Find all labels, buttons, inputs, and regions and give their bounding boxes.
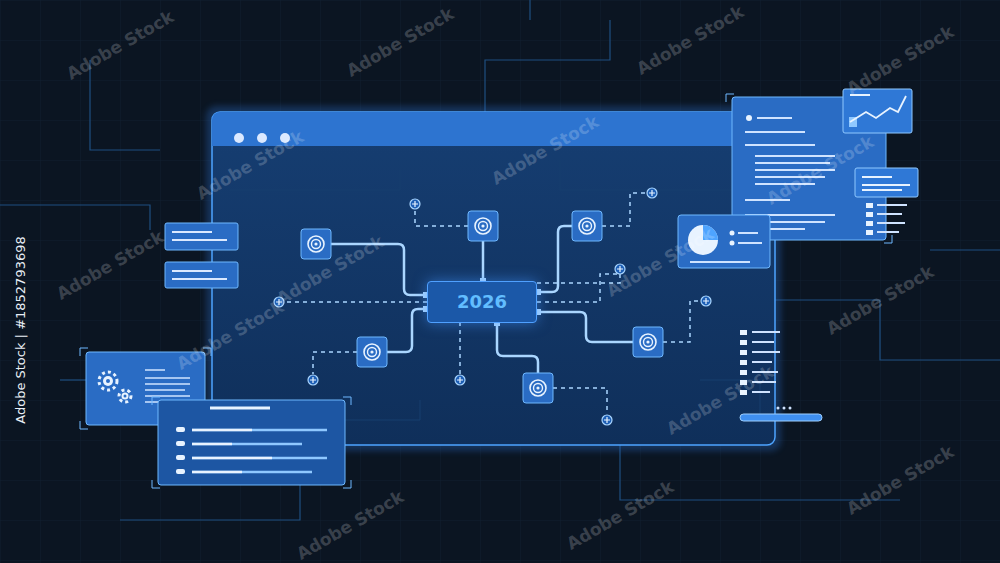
- plus-signs: [276, 190, 709, 423]
- hub-label: 2026: [457, 291, 507, 313]
- stock-id: Adobe Stock | #1852793698: [13, 236, 28, 423]
- plus-dots: [274, 188, 711, 425]
- window-glow: [206, 106, 781, 451]
- year-hub-box: 2026: [427, 281, 537, 323]
- window-traces: [230, 160, 760, 420]
- left-tabs: [165, 223, 238, 288]
- dashed-leads: [285, 193, 700, 414]
- checklist-right: [866, 203, 907, 235]
- list-panel: [152, 397, 351, 488]
- target-icons: [301, 211, 663, 403]
- browser-window: [212, 112, 775, 445]
- hub-tabs: [423, 278, 541, 326]
- small-note: [855, 168, 918, 197]
- circuit-traces: [0, 0, 1000, 520]
